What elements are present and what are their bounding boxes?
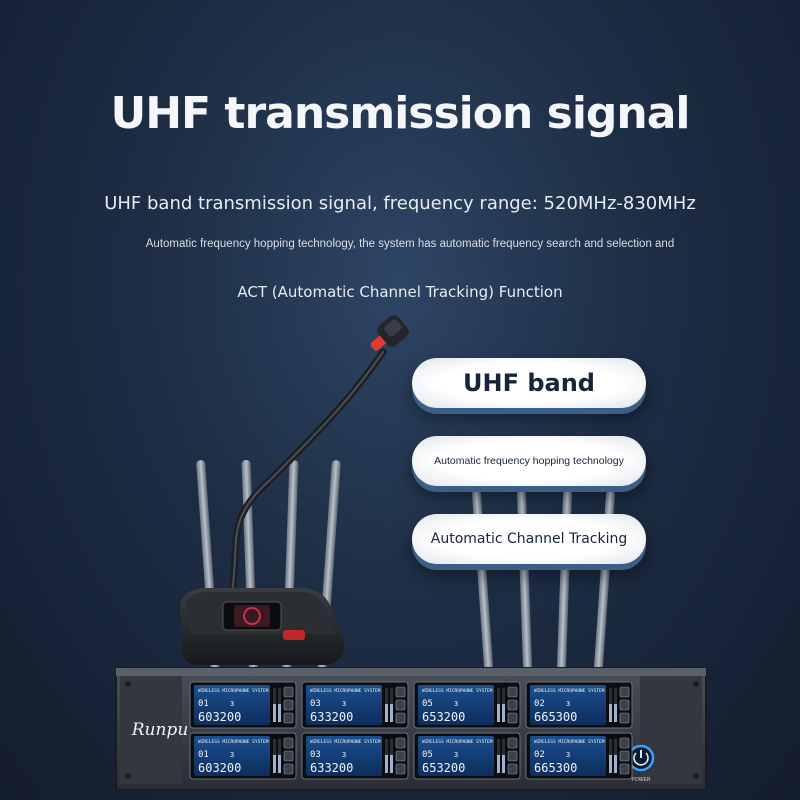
feature-frequency-hopping[interactable]: Automatic frequency hopping technology: [412, 436, 646, 486]
screen-button[interactable]: [283, 699, 294, 711]
group-number: 3: [454, 751, 458, 759]
channel-number: 03: [310, 750, 321, 760]
screen-title: WIRELESS MICROPHONE SYSTEM: [198, 688, 269, 694]
channel-screen: WIRELESS MICROPHONE SYSTEM 03 3 633200: [301, 732, 409, 780]
channel-screen: WIRELESS MICROPHONE SYSTEM 05 3 653200: [413, 681, 521, 729]
frequency-value: 665300: [534, 710, 577, 724]
channel-number: 01: [198, 699, 209, 709]
screen-button[interactable]: [283, 737, 294, 749]
channel-screen: WIRELESS MICROPHONE SYSTEM 02 3 665300: [525, 732, 633, 780]
feature-uhf-band[interactable]: UHF band: [412, 358, 646, 408]
channel-screen: WIRELESS MICROPHONE SYSTEM 02 3 665300: [525, 681, 633, 729]
mic-talk-button: [283, 630, 305, 640]
rack-receiver: POWER Runpu WIRELESS MICROPHONE SYSTEM 01…: [115, 667, 707, 791]
screen-button[interactable]: [507, 686, 518, 698]
screen-title: WIRELESS MICROPHONE SYSTEM: [422, 688, 493, 694]
screen-title: WIRELESS MICROPHONE SYSTEM: [422, 739, 493, 745]
frequency-value: 653200: [422, 710, 465, 724]
group-number: 3: [230, 700, 234, 708]
screen-button[interactable]: [395, 750, 406, 762]
feature-channel-tracking[interactable]: Automatic Channel Tracking: [412, 514, 646, 564]
frequency-range-text: UHF band transmission signal, frequency …: [104, 193, 696, 214]
screen-button[interactable]: [619, 699, 630, 711]
channel-number: 02: [534, 699, 545, 709]
screen-button[interactable]: [507, 750, 518, 762]
screen-title: WIRELESS MICROPHONE SYSTEM: [534, 739, 605, 745]
group-number: 3: [566, 700, 570, 708]
brand-logo: Runpu: [131, 720, 189, 740]
channel-screen: WIRELESS MICROPHONE SYSTEM 03 3 633200: [301, 681, 409, 729]
act-function-text: ACT (Automatic Channel Tracking) Functio…: [237, 283, 563, 301]
screen-button[interactable]: [395, 686, 406, 698]
screen-button[interactable]: [283, 763, 294, 775]
screen-button[interactable]: [395, 737, 406, 749]
group-number: 3: [342, 751, 346, 759]
screen-button[interactable]: [619, 686, 630, 698]
power-label: POWER: [632, 777, 651, 783]
frequency-value: 665300: [534, 761, 577, 775]
channel-number: 03: [310, 699, 321, 709]
screen-title: WIRELESS MICROPHONE SYSTEM: [310, 688, 381, 694]
screen-button[interactable]: [507, 699, 518, 711]
screen-button[interactable]: [395, 712, 406, 724]
screen-button[interactable]: [283, 686, 294, 698]
screen-title: WIRELESS MICROPHONE SYSTEM: [534, 688, 605, 694]
group-number: 3: [566, 751, 570, 759]
channel-number: 01: [198, 750, 209, 760]
frequency-value: 633200: [310, 761, 353, 775]
screen-button[interactable]: [395, 763, 406, 775]
frequency-value: 603200: [198, 761, 241, 775]
gooseneck-microphone: [228, 315, 409, 596]
microphone-base: [180, 588, 345, 665]
screen-button[interactable]: [507, 763, 518, 775]
screen-button[interactable]: [283, 712, 294, 724]
channel-number: 05: [422, 750, 433, 760]
frequency-value: 603200: [198, 710, 241, 724]
screen-button[interactable]: [507, 712, 518, 724]
group-number: 3: [454, 700, 458, 708]
frequency-value: 633200: [310, 710, 353, 724]
screen-title: WIRELESS MICROPHONE SYSTEM: [198, 739, 269, 745]
channel-screen: WIRELESS MICROPHONE SYSTEM 05 3 653200: [413, 732, 521, 780]
page-title: UHF transmission signal: [110, 88, 691, 139]
screen-button[interactable]: [619, 750, 630, 762]
channel-number: 02: [534, 750, 545, 760]
frequency-value: 653200: [422, 761, 465, 775]
group-number: 3: [230, 751, 234, 759]
screen-button[interactable]: [619, 737, 630, 749]
screen-button[interactable]: [619, 763, 630, 775]
screen-button[interactable]: [283, 750, 294, 762]
channel-screen: WIRELESS MICROPHONE SYSTEM 01 3 603200: [189, 681, 297, 729]
description-text: Automatic frequency hopping technology, …: [145, 238, 675, 250]
screen-title: WIRELESS MICROPHONE SYSTEM: [310, 739, 381, 745]
screen-button[interactable]: [619, 712, 630, 724]
channel-number: 05: [422, 699, 433, 709]
channel-screen: WIRELESS MICROPHONE SYSTEM 01 3 603200: [189, 732, 297, 780]
screen-button[interactable]: [507, 737, 518, 749]
group-number: 3: [342, 700, 346, 708]
screen-button[interactable]: [395, 699, 406, 711]
